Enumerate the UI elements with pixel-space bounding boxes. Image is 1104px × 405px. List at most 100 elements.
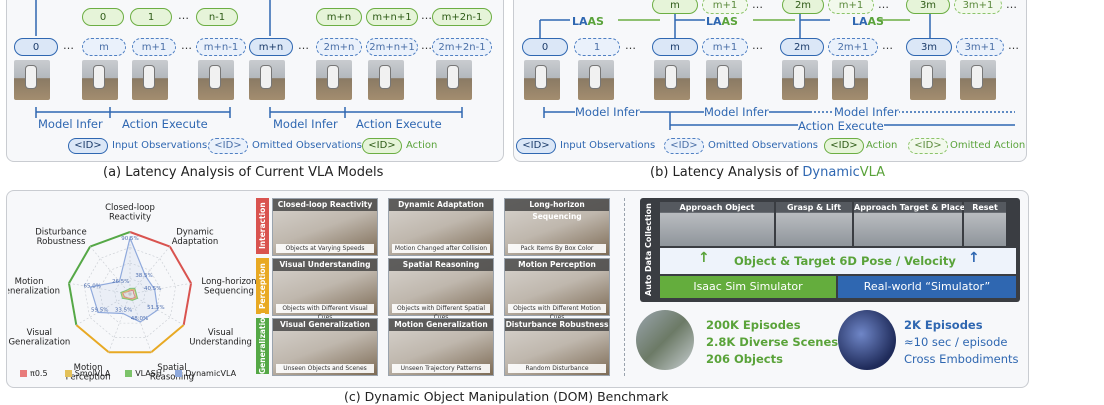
caption-b: (b) Latency Analysis of DynamicVLA — [650, 165, 885, 180]
observation-frame — [132, 60, 168, 100]
task-subtitle: Objects with Different Visual Cues — [276, 304, 374, 321]
task-subtitle: Random Disturbance — [508, 364, 606, 373]
omitted-observation-pill: 1 — [574, 38, 620, 56]
action-execute-label: Action Execute — [356, 117, 442, 131]
radar-axis-label: Generalization — [8, 286, 60, 296]
task-subtitle: Pack Items By Box Color — [508, 244, 606, 253]
task-title: Dynamic Adaptation — [389, 199, 493, 211]
model-infer-label: Model Infer — [273, 117, 338, 131]
model-infer-label: Model Infer — [575, 105, 640, 119]
radar-axis-label: Disturbance — [35, 227, 86, 237]
action-execute-label: Action Execute — [798, 119, 884, 133]
task-subtitle: Unseen Trajectory Patterns — [392, 364, 490, 373]
omitted-observation-pill: m+1 — [702, 38, 748, 56]
task-subtitle: Objects at Varying Speeds — [276, 244, 374, 253]
radar-axis-label: Motion — [15, 277, 44, 287]
legend-omitted-label: Omitted Observations — [708, 140, 819, 151]
omitted-observation-pill: 2m+2n-1 — [432, 38, 492, 56]
laas-left: LA — [852, 15, 868, 28]
pose-label: Object & Target 6D Pose / Velocity — [734, 254, 956, 268]
action-pill: 1 — [130, 8, 172, 26]
observation-frame — [578, 60, 614, 100]
task-title: Visual Understanding — [273, 259, 377, 271]
legend-swatch — [125, 370, 133, 377]
radar-axis-label: Generalization — [8, 338, 70, 348]
radar-outer-edge — [75, 324, 110, 354]
omitted-observation-pill: m+1 — [132, 38, 176, 56]
legend-omitted-action-swatch: <ID> — [908, 138, 948, 154]
observation-pill: m+n — [249, 38, 293, 56]
real-seconds: ≈10 sec / episode — [904, 335, 1008, 349]
radar-axis-label: Spatial — [157, 363, 186, 373]
task-title: Spatial Reasoning — [389, 259, 493, 271]
laas-right: AS — [867, 15, 884, 28]
legend-omitted-action-label: Omitted Action — [950, 140, 1026, 151]
model-infer-label: Model Infer — [38, 117, 103, 131]
caption-b-dynamic: Dynamic — [802, 165, 860, 180]
observation-frame — [198, 60, 234, 100]
omitted-action-pill: m+1 — [702, 0, 748, 14]
task-title: Motion Generalization — [389, 319, 493, 331]
task-title: Visual Generalization — [273, 319, 377, 331]
radar-axis-label: Perception — [66, 372, 111, 382]
radar-axis-label: Dynamic — [176, 227, 214, 237]
omitted-observation-pill: m — [82, 38, 126, 56]
radar-outer-edge — [182, 283, 193, 326]
task-title: Motion Perception — [505, 259, 609, 271]
sim-scenes: 2.8K Diverse Scenes — [706, 335, 839, 349]
sim-dataset-image — [636, 310, 694, 370]
laas-right: AS — [587, 15, 604, 28]
stage-frame: Approach Target & Place — [854, 202, 966, 246]
category-label-perception: Perception — [256, 258, 269, 314]
legend-swatch — [64, 370, 72, 377]
radar-chart: 90.5%38.5%40.5%51.5%48.0%33.5%59.5%65.0%… — [8, 203, 257, 382]
task-subtitle: Unseen Objects and Scenes — [276, 364, 374, 373]
legend-omitted-label: Omitted Observations — [252, 140, 363, 151]
observation-pill: 0 — [522, 38, 568, 56]
legend-label: VLASH — [135, 369, 162, 378]
legend-input-swatch: <ID> — [516, 138, 556, 154]
radar-value-label: 65.0% — [84, 283, 101, 289]
radar-axis-label: Motion — [74, 363, 103, 373]
radar-legend-item: π0.5 — [20, 369, 48, 378]
radar-value-label: 40.5% — [144, 286, 161, 292]
radar-series-smolvla — [121, 288, 138, 301]
action-execute-label: Action Execute — [122, 117, 208, 131]
observation-frame — [960, 60, 996, 100]
observation-frame — [249, 60, 285, 100]
radar-value-label: 59.5% — [91, 307, 108, 313]
radar-value-label: 51.5% — [147, 305, 164, 311]
category-label-generalization: Generalization — [256, 312, 269, 374]
radar-outer-edge — [67, 283, 78, 326]
stage-label: Approach Target & Place — [854, 203, 966, 212]
action-pill: 0 — [82, 8, 124, 26]
observation-pill: 2m — [780, 38, 824, 56]
radar-axis-label: Visual — [208, 328, 233, 338]
legend-action-swatch: <ID> — [362, 138, 402, 154]
radar-value-label: 26.5% — [112, 279, 129, 285]
action-pill: m+2n-1 — [432, 8, 492, 26]
ellipsis: … — [882, 39, 893, 52]
ellipsis: … — [752, 0, 763, 11]
sim-episodes: 200K Episodes — [706, 318, 801, 332]
task-subtitle: Objects with Different Spatial Cues — [392, 304, 490, 321]
ellipsis: … — [298, 39, 309, 52]
legend-omitted-swatch: <ID> — [208, 138, 248, 154]
observation-pill: 0 — [14, 38, 58, 56]
radar-series-dynamicvla — [89, 235, 159, 323]
up-arrow-icon: ↑ — [698, 250, 710, 266]
radar-series-vlash — [120, 287, 139, 301]
omitted-observation-pill: 2m+n+1 — [366, 38, 418, 56]
radar-axis-label: Sequencing — [204, 286, 254, 296]
observation-frame — [782, 60, 818, 100]
radar-axis-label: Robustness — [37, 237, 86, 247]
action-pill: m+n — [316, 8, 362, 26]
category-label-interaction: Interaction — [256, 198, 269, 254]
action-pill: 2m — [782, 0, 824, 14]
ellipsis: … — [1006, 0, 1017, 11]
ellipsis: … — [181, 39, 192, 52]
legend-label: π0.5 — [30, 369, 48, 378]
